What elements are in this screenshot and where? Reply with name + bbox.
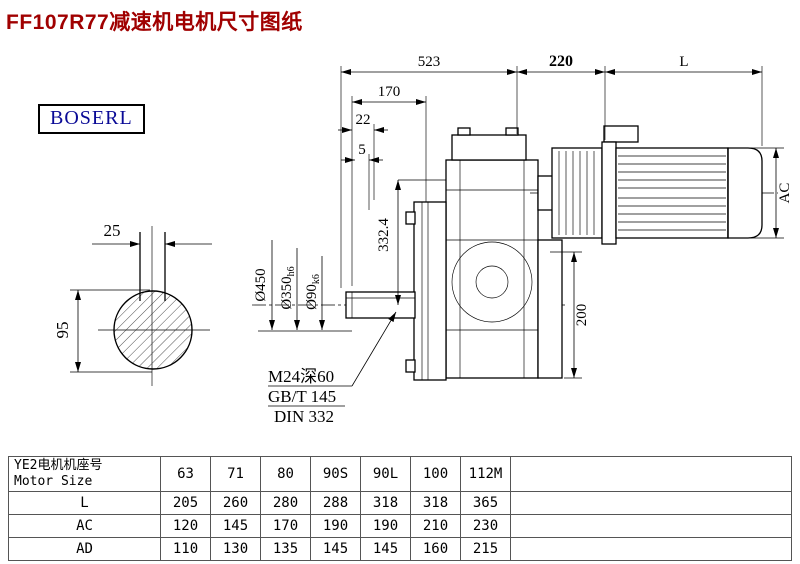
motor-size-header-cell: YE2电机机座号 Motor Size [8, 456, 161, 492]
dim-25-label: 25 [104, 221, 121, 240]
empty-filler-cell [510, 456, 792, 492]
dim-220-label: 220 [549, 53, 573, 70]
value-cell: 160 [410, 537, 461, 561]
motor-assembly [530, 125, 778, 245]
value-cell: 130 [210, 537, 261, 561]
value-cell: 190 [310, 514, 361, 538]
dim-95-label: 95 [53, 322, 72, 339]
note-din-standard: DIN 332 [274, 407, 334, 426]
table-row-L: L 205 260 280 288 318 318 365 [8, 491, 792, 515]
dim-332-label: 332.4 [376, 218, 392, 252]
table-row-AD: AD 110 130 135 145 145 160 215 [8, 537, 792, 561]
size-col-header: 90S [310, 456, 361, 492]
value-cell: 230 [460, 514, 511, 538]
motor-size-table: YE2电机机座号 Motor Size 63 71 80 90S 90L 100… [8, 456, 792, 561]
dim-200-label: 200 [574, 304, 590, 327]
dim-AC-label: AC [777, 183, 793, 204]
technical-drawing: 25 95 [53, 53, 793, 426]
size-col-header: 71 [210, 456, 261, 492]
brand-logo: BOSERL [38, 104, 145, 134]
header-cn: YE2电机机座号 [14, 458, 103, 473]
value-cell: 110 [160, 537, 211, 561]
value-cell: 120 [160, 514, 211, 538]
dim-flange-dia-label: Ø450 [253, 268, 269, 301]
page-title: FF107R77减速机电机尺寸图纸 [6, 11, 303, 34]
value-cell: 145 [360, 537, 411, 561]
dim-170-label: 170 [378, 84, 401, 100]
note-thread: M24深60 [268, 367, 334, 386]
value-cell: 190 [360, 514, 411, 538]
empty-filler-cell [510, 491, 792, 515]
table-header-row: YE2电机机座号 Motor Size 63 71 80 90S 90L 100… [8, 456, 792, 492]
size-col-header: 80 [260, 456, 311, 492]
size-col-header: 90L [360, 456, 411, 492]
dim-22-label: 22 [356, 112, 371, 128]
value-cell: 210 [410, 514, 461, 538]
value-cell: 318 [360, 491, 411, 515]
value-cell: 145 [210, 514, 261, 538]
row-label: AD [8, 537, 161, 561]
dim-523-label: 523 [418, 54, 441, 70]
value-cell: 280 [260, 491, 311, 515]
value-cell: 145 [310, 537, 361, 561]
thread-notes: M24深60 GB/T 145 DIN 332 [268, 311, 397, 426]
row-label: AC [8, 514, 161, 538]
value-cell: 205 [160, 491, 211, 515]
dim-shaft-dia-label: Ø90k6 [304, 274, 322, 310]
gearbox-assembly [252, 127, 566, 381]
value-cell: 170 [260, 514, 311, 538]
dimension-annotations: 523 220 L 170 22 5 Ø450 Ø350h6 Ø90k6 332… [253, 53, 793, 379]
size-col-header: 63 [160, 456, 211, 492]
size-col-header: 100 [410, 456, 461, 492]
value-cell: 365 [460, 491, 511, 515]
value-cell: 260 [210, 491, 261, 515]
value-cell: 288 [310, 491, 361, 515]
row-label: L [8, 491, 161, 515]
dim-5-label: 5 [358, 142, 366, 158]
value-cell: 318 [410, 491, 461, 515]
shaft-end-view: 25 95 [53, 221, 212, 386]
size-col-header: 112M [460, 456, 511, 492]
value-cell: 215 [460, 537, 511, 561]
dim-L-label: L [679, 54, 688, 70]
dim-spigot-dia-label: Ø350h6 [279, 266, 297, 309]
empty-filler-cell [510, 537, 792, 561]
header-en: Motor Size [14, 474, 93, 489]
note-gb-standard: GB/T 145 [268, 387, 336, 406]
table-row-AC: AC 120 145 170 190 190 210 230 [8, 514, 792, 538]
empty-filler-cell [510, 514, 792, 538]
value-cell: 135 [260, 537, 311, 561]
